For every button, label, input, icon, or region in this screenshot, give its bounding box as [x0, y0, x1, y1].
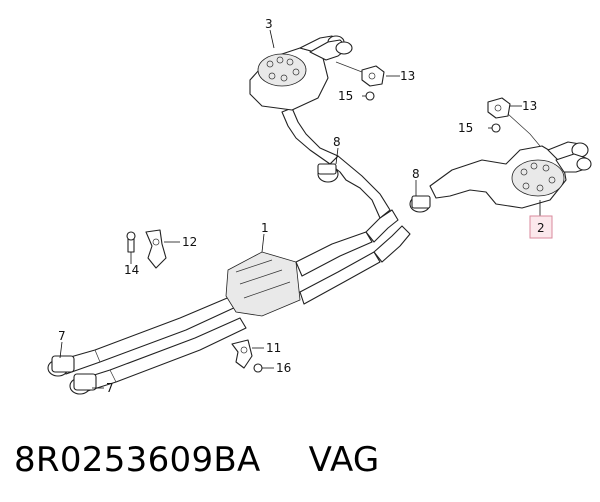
- nut-16: [253, 363, 263, 373]
- front-pipes: [59, 295, 247, 395]
- callout-11: 11: [266, 341, 281, 355]
- bolt-14: [126, 231, 136, 253]
- callout-12: 12: [182, 235, 197, 249]
- nut-15-right: [491, 123, 501, 133]
- callout-15-right: 15: [458, 121, 473, 135]
- exhaust-system-diagram: 3 13 15 13 15 8 8 2 1 12 14 7 11 16 7: [47, 17, 592, 395]
- part-number: 8R0253609BA: [14, 440, 261, 480]
- callout-2: 2: [537, 221, 545, 235]
- bracket-12: [145, 229, 167, 269]
- bracket-11: [231, 339, 253, 369]
- clamp-8-left: [317, 163, 339, 183]
- part-number-row: 8R0253609BA VAG: [14, 440, 380, 484]
- callout-1: 1: [261, 221, 269, 235]
- callout-7-upper: 7: [58, 329, 66, 343]
- callout-14: 14: [124, 263, 139, 277]
- centre-muffler: [225, 231, 381, 317]
- nut-15-left: [365, 91, 375, 101]
- left-rear-silencer: [249, 35, 353, 111]
- callout-16: 16: [276, 361, 291, 375]
- mid-pipes: [281, 107, 411, 263]
- callout-8-left: 8: [333, 135, 341, 149]
- callout-8-right: 8: [412, 167, 420, 181]
- callout-3: 3: [265, 17, 273, 31]
- brand-label: VAG: [308, 440, 380, 480]
- clamp-7-upper: [47, 355, 75, 377]
- clamp-7-lower: [69, 373, 97, 395]
- clamp-8-right: [409, 195, 431, 213]
- leader-lines: [59, 29, 541, 389]
- callout-15-left: 15: [338, 89, 353, 103]
- callout-7-lower: 7: [106, 381, 114, 395]
- callout-13-left: 13: [400, 69, 415, 83]
- right-rear-silencer: [429, 141, 592, 209]
- bracket-13-left: [335, 61, 385, 87]
- callout-labels: 3 13 15 13 15 8 8 2 1 12 14 7 11 16 7: [58, 17, 545, 395]
- part-2-highlight: [529, 215, 553, 239]
- bracket-13-right: [487, 97, 541, 147]
- callout-13-right: 13: [522, 99, 537, 113]
